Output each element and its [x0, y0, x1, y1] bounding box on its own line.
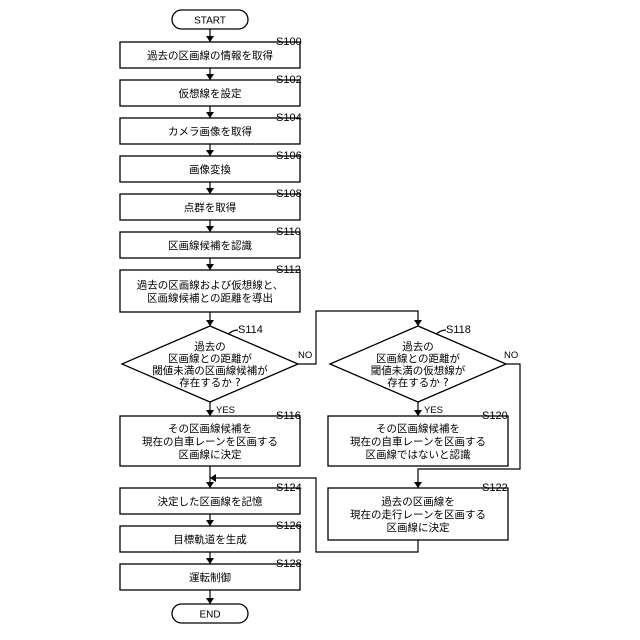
- process-s108: 点群を取得: [120, 194, 300, 220]
- process-text-line: 決定した区画線を記憶: [158, 495, 263, 508]
- process-s128: 運転制御: [120, 564, 300, 590]
- decision-text-line: 存在するか ?: [179, 376, 240, 389]
- process-s126: 目標軌道を生成: [120, 526, 300, 552]
- arrowhead: [206, 264, 214, 270]
- end-terminal: END: [172, 604, 248, 623]
- arrowhead: [206, 320, 214, 326]
- process-text-line: 目標軌道を生成: [173, 533, 247, 546]
- arrowhead: [206, 36, 214, 42]
- process-text-line: 現在の走行レーンを区画する: [350, 508, 486, 521]
- decision-text-line: 区画線との距離が: [376, 352, 460, 365]
- process-s100: 過去の区画線の情報を取得: [120, 42, 300, 68]
- arrowhead: [206, 112, 214, 118]
- step-label-s126: S126: [276, 520, 302, 532]
- decision-text-line: 閾値未満の仮想線が: [371, 364, 466, 377]
- process-text-line: 仮想線を設定: [179, 87, 242, 100]
- process-text-line: 点群を取得: [184, 201, 237, 214]
- process-text-line: 現在の自車レーンを区画する: [142, 435, 278, 448]
- start-label: START: [194, 16, 226, 27]
- step-label-s108: S108: [276, 188, 302, 200]
- step-label-s110: S110: [276, 226, 301, 238]
- decision-text-line: 過去の: [402, 341, 434, 353]
- process-text-line: カメラ画像を取得: [168, 126, 252, 138]
- end-label: END: [199, 610, 220, 621]
- process-s110: 区画線候補を認識: [120, 232, 300, 258]
- arrowhead: [206, 558, 214, 564]
- process-s116: その区画線候補を現在の自車レーンを区画する区画線に決定: [120, 416, 300, 466]
- arrowhead: [206, 150, 214, 156]
- yes-label-s118: YES: [424, 405, 443, 416]
- decision-text-line: 過去の: [194, 341, 226, 353]
- step-label-s106: S106: [276, 150, 302, 162]
- decision-text-line: 存在するか ?: [387, 376, 448, 389]
- process-text-line: 区画線候補との距離を導出: [147, 292, 273, 305]
- step-label-s124: S124: [276, 482, 302, 494]
- arrowhead: [206, 74, 214, 80]
- step-label-s102: S102: [276, 74, 302, 86]
- process-text-line: 過去の区画線および仮想線と、: [137, 279, 284, 292]
- no-label-s114: NO: [298, 350, 312, 361]
- decision-text-line: 区画線との距離が: [168, 352, 252, 365]
- process-text-line: その区画線候補を: [376, 422, 460, 435]
- step-label-s128: S128: [276, 558, 302, 570]
- process-text-line: 過去の区画線を: [381, 495, 455, 508]
- process-s124: 決定した区画線を記憶: [120, 488, 300, 514]
- process-s106: 画像変換: [120, 156, 300, 182]
- process-text-line: 画像変換: [189, 163, 231, 176]
- decision-text-line: 閾値未満の区画線候補が: [152, 364, 268, 377]
- decision-s114: 過去の区画線との距離が閾値未満の区画線候補が存在するか ?: [122, 326, 298, 402]
- arrowhead: [206, 482, 214, 488]
- no-label-s118: NO: [504, 350, 518, 361]
- process-text-line: 区画線ではないと認識: [366, 448, 471, 461]
- start-terminal: START: [172, 10, 248, 29]
- process-text-line: その区画線候補を: [168, 422, 252, 435]
- arrowhead: [206, 226, 214, 232]
- process-text-line: 区画線に決定: [387, 521, 450, 534]
- step-label-s114: S114: [238, 324, 263, 336]
- step-label-s118: S118: [446, 324, 471, 336]
- process-text-line: 区画線候補を認識: [168, 239, 252, 252]
- arrowhead: [206, 188, 214, 194]
- process-s122: 過去の区画線を現在の走行レーンを区画する区画線に決定: [328, 488, 508, 540]
- process-text-line: 運転制御: [189, 571, 231, 584]
- arrowhead: [206, 598, 214, 604]
- step-label-s116: S116: [276, 410, 301, 422]
- decision-s118: 過去の区画線との距離が閾値未満の仮想線が存在するか ?: [330, 326, 506, 402]
- step-label-s100: S100: [276, 36, 302, 48]
- step-label-s122: S122: [482, 482, 508, 494]
- arrowhead: [414, 320, 422, 326]
- yes-label-s114: YES: [216, 405, 235, 416]
- step-label-s112: S112: [276, 264, 301, 276]
- process-text-line: 過去の区画線の情報を取得: [147, 49, 273, 62]
- arrowhead: [414, 482, 422, 488]
- process-text-line: 現在の自車レーンを区画する: [350, 435, 486, 448]
- process-s102: 仮想線を設定: [120, 80, 300, 106]
- arrowhead: [206, 520, 214, 526]
- process-s104: カメラ画像を取得: [120, 118, 300, 144]
- arrowhead: [414, 410, 422, 416]
- process-text-line: 区画線に決定: [179, 448, 242, 461]
- step-label-s120: S120: [482, 410, 508, 422]
- step-label-s104: S104: [276, 112, 302, 124]
- process-s120: その区画線候補を現在の自車レーンを区画する区画線ではないと認識: [328, 416, 508, 466]
- process-s112: 過去の区画線および仮想線と、区画線候補との距離を導出: [120, 270, 300, 312]
- arrowhead: [206, 410, 214, 416]
- arrowhead: [210, 474, 216, 482]
